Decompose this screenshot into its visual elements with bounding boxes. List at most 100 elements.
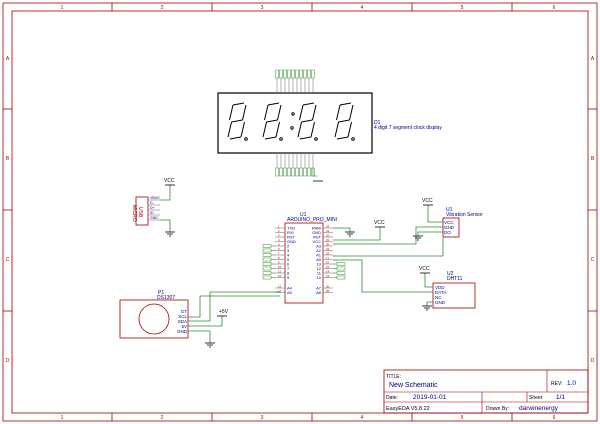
vibration-wires [333,205,444,257]
display-top-pins [275,69,315,93]
arduino-right-nets [333,262,346,280]
arduino-left-pin-label: RST [287,235,296,240]
usb-pin-label: D+ [150,206,155,210]
dht-pin-label: DATA [435,290,446,295]
row-label: D [591,358,595,364]
arduino-left-pin-label: 2 [287,244,290,249]
dht-body [432,282,476,309]
display-description: 4 digit 7 segment clock display [374,125,442,131]
rtc-wires [188,291,280,343]
col-label: 3 [261,5,264,11]
usb-pin-label: GND [150,216,158,220]
row-label: C [6,257,10,263]
row-label: A [591,56,595,62]
arduino-right-pin-number: 24 [326,224,330,228]
rtc-designator: P1 [158,290,164,296]
row-label: B [591,156,595,162]
arduino-right-pin-label: 13 [317,262,322,267]
arduino-body [284,222,324,304]
col-label: 5 [461,5,464,11]
gnd-symbol-dht [422,305,432,311]
arduino-left-pin-label: RXI [287,230,294,235]
col-label: 1 [61,5,64,11]
vibration-sensor[interactable]: U1 Vibration Sensor VCC GND DO [442,207,483,238]
arduino-right-pin-number: 23 [326,229,330,233]
arduino-left-pin-number: 12 [278,274,282,278]
display-digits [227,102,355,141]
arduino-name: ARDUINO_PRO_MINI [287,217,337,223]
arduino-pro-mini[interactable]: U1 ARDUINO_PRO_MINI TXD1RXI2RST3GND42536… [275,212,337,304]
row-label: D [6,358,10,364]
date-value: 2019-01-01 [413,394,447,401]
usb-wires [160,185,171,232]
arduino-right-pin-number: 16 [326,260,330,264]
arduino-right-pin-number: 14 [326,269,330,273]
vibration-pin-label: DO [444,230,451,235]
arduino-left-pin-number: 10 [278,265,282,269]
arduino-left-pin-label: A5 [287,290,293,295]
rtc-body [119,299,189,339]
arduino-left-pin-label: 8 [287,271,290,276]
row-label: B [6,156,10,162]
title-value: New Schematic [389,382,438,389]
rtc-pin-label: GT [181,309,188,314]
gnd-symbol-vibration [413,235,423,241]
drawn-value: darwinenergy [519,405,559,412]
col-label: 2 [161,5,164,11]
row-label: A [6,56,10,62]
usb-pin-label: ID [150,211,154,215]
vibration-pin-label: GND [444,225,455,230]
rtc-ds1307[interactable]: P1 DS1307 GT SCL SDA 5V GND [119,290,189,339]
vcc-symbol-dht: VCC [419,266,430,274]
col-label: 6 [553,415,556,421]
col-label: 5 [461,415,464,421]
arduino-left-pin-label: 7 [287,266,290,271]
arduino-left-pin-number: 1 [278,224,280,228]
arduino-left-pin-number: 7 [278,251,280,255]
arduino-left-pin-label: 6 [287,262,290,267]
arduino-left-pin-number: 2 [278,229,280,233]
arduino-right-pin-number: 18 [326,251,330,255]
arduino-right-pin-label: RST [313,235,322,240]
row-label: C [591,257,595,263]
col-label: 4 [361,415,364,421]
arduino-left-pin-label: TXD [287,226,295,231]
arduino-left-pin-number: 6 [278,247,280,251]
usb-pin-label: VBUS [150,196,160,200]
display-bottom-pins [275,153,323,182]
date-label: Date: [386,395,398,401]
vcc-label: VCC [374,220,385,226]
dht-designator: U2 [447,271,454,277]
frame-labels: 1 2 3 4 5 6 1 2 3 4 5 6 A B C D A B C D [6,5,595,421]
rtc-pin-label: SCL [178,314,187,319]
dht-wires [333,259,433,306]
vibration-body [442,217,460,238]
arduino-right-pin-label: A7 [316,286,322,291]
arduino-right-pin-label: 10 [317,275,322,280]
arduino-right-pin-number: 13 [326,274,330,278]
rtc-name: DS1307 [157,295,175,301]
dht-pin-label: VDD [435,285,445,290]
micro-usb-connector[interactable]: MICRO USB VBUS D- D+ ID GND [131,196,160,226]
dht11-sensor[interactable]: U2 DHT11 VDD DATA NC GND [432,271,476,309]
display-designator: D1 [374,120,381,126]
gnd-symbol-usb [165,231,175,237]
arduino-right-pin-number: 25 [326,289,330,293]
display-d1[interactable]: D1 4 digit 7 segment clock display [217,69,442,182]
arduino-left-pin-label: 5 [287,257,290,262]
arduino-left-pin-number: 5 [278,242,280,246]
vcc-label: VCC [419,266,430,272]
arduino-right-pin-label: A2 [316,248,322,253]
arduino-left-pin-number: 14 [278,289,282,293]
vibration-name: Vibration Sensor [446,212,483,218]
arduino-right-pin-label: A0 [316,257,322,262]
arduino-right-pin-number: 26 [326,284,330,288]
arduino-right-pin-label: 11 [317,271,322,276]
arduino-left-pin-label: 9 [287,275,290,280]
sheet-label: Sheet: [529,395,543,401]
dht-pin-label: NC [435,295,442,300]
arduino-left-pin-label: A4 [287,286,293,291]
gnd-symbol-rtc [205,342,215,348]
